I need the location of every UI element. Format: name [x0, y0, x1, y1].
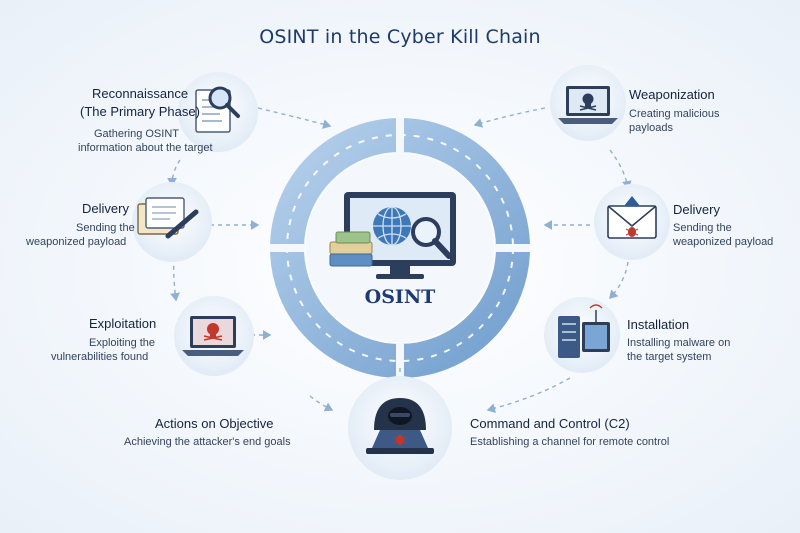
stage-weaponization-title: Weaponization — [629, 87, 715, 102]
stage-exploitation-desc-2: vulnerabilities found — [51, 351, 149, 363]
stage-exploitation-title: Exploitation — [89, 316, 157, 331]
stage-reconnaissance-desc-1: Gathering OSINT — [94, 128, 179, 140]
laptop-skull-icon — [182, 316, 244, 356]
hacker-laptop-icon — [366, 398, 434, 454]
stage-actions-title: Actions on Objective — [155, 416, 274, 431]
center-osint-label: OSINT — [364, 286, 436, 308]
stage-weaponization-desc-2: payloads — [629, 122, 674, 134]
stage-actions-desc: Achieving the attacker's end goals — [124, 436, 291, 448]
diagram-title: OSINT in the Cyber Kill Chain — [259, 26, 541, 48]
stage-delivery-left-desc-2: weaponized payload — [26, 236, 127, 248]
stage-installation-title: Installation — [627, 317, 690, 332]
laptop-skull-icon — [558, 86, 618, 124]
document-magnifier-icon — [195, 86, 240, 133]
stage-reconnaissance-desc-2: information about the target — [78, 142, 213, 154]
envelope-bug-icon — [607, 196, 657, 239]
stage-command-control-desc: Establishing a channel for remote contro… — [470, 436, 670, 448]
stage-delivery-left-desc-1: Sending the — [76, 222, 135, 234]
stage-weaponization-desc-1: Creating malicious — [629, 108, 720, 120]
document-pen-icon — [137, 197, 199, 239]
stage-installation-desc-2: the target system — [627, 351, 712, 363]
server-icon — [558, 304, 610, 358]
stage-delivery-right-desc-2: weaponized payload — [673, 236, 774, 248]
stage-exploitation-desc-1: Exploiting the — [89, 337, 156, 349]
stage-delivery-right-desc-1: Sending the — [673, 222, 732, 234]
stage-reconnaissance-subtitle: (The Primary Phase) — [80, 104, 200, 119]
stage-reconnaissance-title: Reconnaissance — [92, 86, 189, 101]
stage-delivery-left-title: Delivery — [82, 201, 129, 216]
stage-installation-desc-1: Installing malware on — [627, 337, 731, 349]
stage-delivery-right-title: Delivery — [673, 202, 720, 217]
computer-magnifier-icon — [329, 192, 456, 279]
stage-command-control-title: Command and Control (C2) — [470, 416, 630, 431]
